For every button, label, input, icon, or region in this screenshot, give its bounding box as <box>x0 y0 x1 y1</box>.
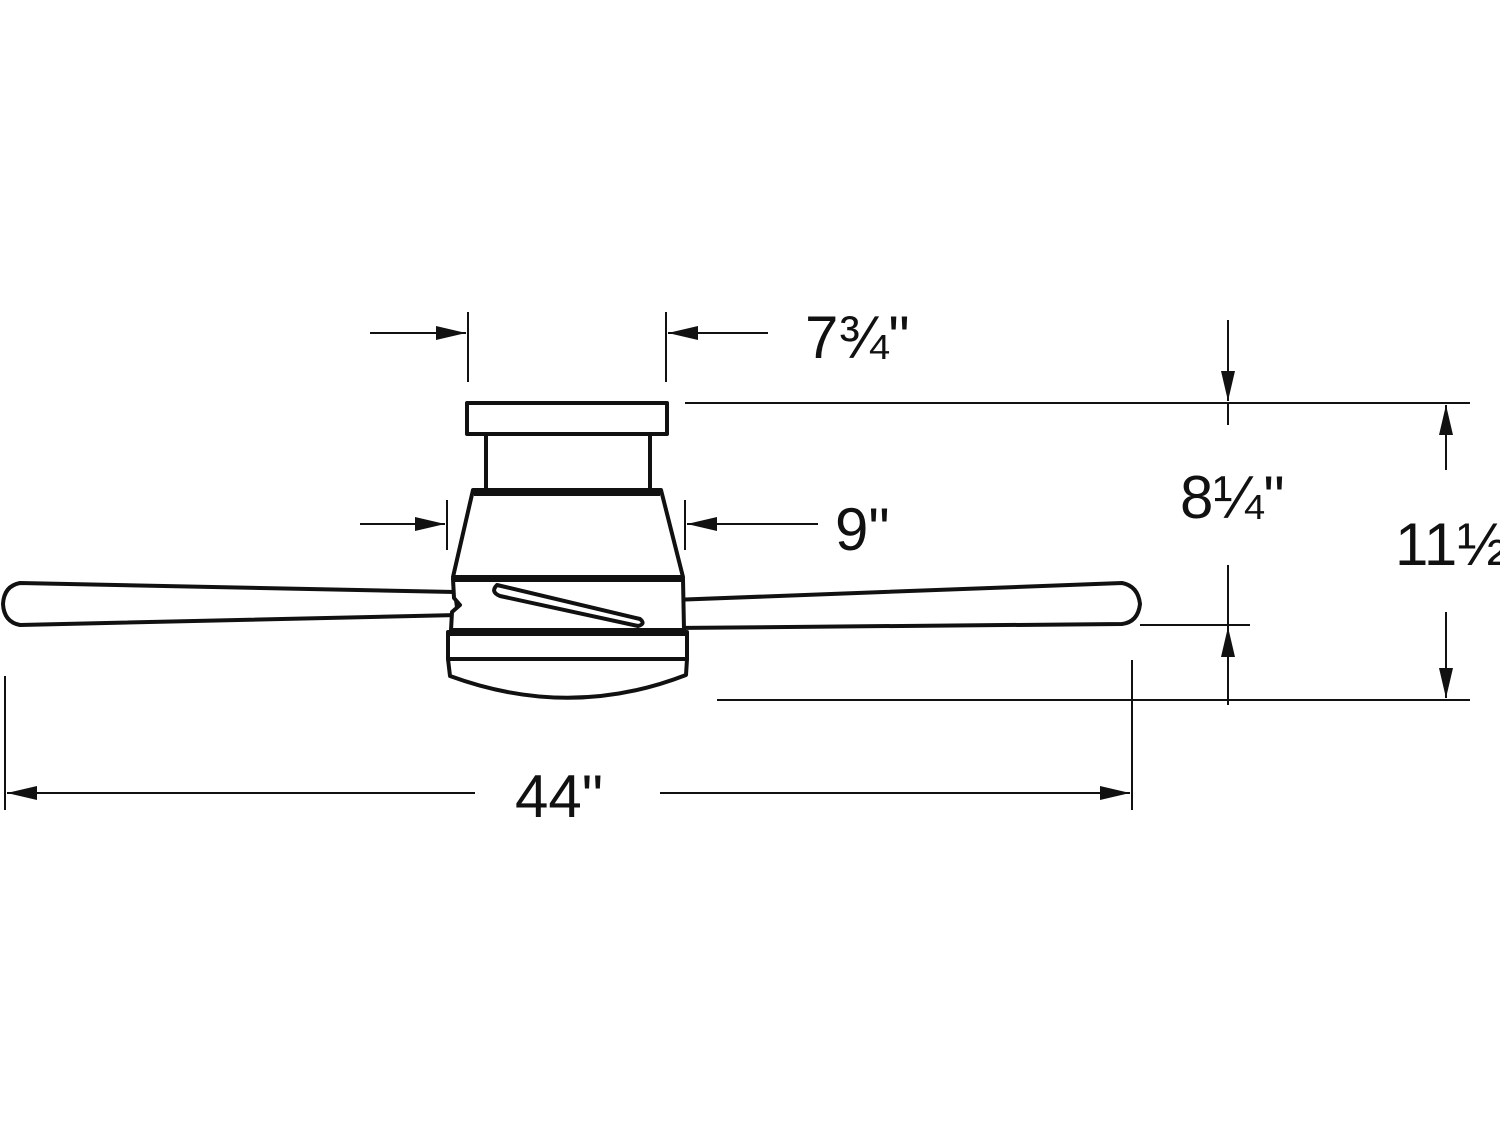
downrod-neck <box>484 432 652 492</box>
motor-width-label: 9" <box>835 496 890 563</box>
motor-width-dimension: 9" <box>360 496 890 563</box>
canopy-width-dimension: 7¾" <box>370 304 910 382</box>
overall-height-dimension: 11½" <box>717 405 1500 701</box>
light-bowl <box>446 657 689 700</box>
body-height-dimension: 8¼" <box>685 320 1470 705</box>
body-height-label: 8¼" <box>1180 464 1285 531</box>
blade-span-label: 44" <box>515 763 603 830</box>
right-blade <box>670 581 1142 630</box>
motor-housing <box>451 488 685 579</box>
overall-height-label: 11½" <box>1395 511 1500 578</box>
canopy-width-label: 7¾" <box>805 304 910 371</box>
canopy <box>465 401 669 436</box>
hub-slot <box>492 583 645 628</box>
blade-span-dimension: 44" <box>4 660 1133 830</box>
lower-ring <box>446 630 689 661</box>
left-blade <box>1 581 460 627</box>
fan-body <box>446 401 689 700</box>
